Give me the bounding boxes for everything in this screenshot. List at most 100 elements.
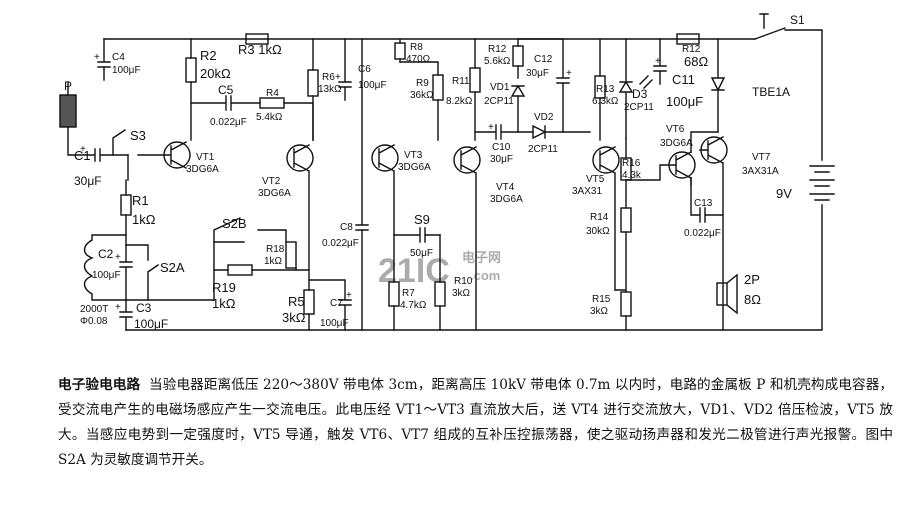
c12-wire <box>517 38 570 133</box>
label-vt7-type: 3AX31A <box>742 166 779 177</box>
label-r14: R14 <box>590 212 609 223</box>
label-r1: R1 <box>132 193 149 208</box>
component-labels: P C1 30μF S3 C4 100μF R2 20kΩ R3 1kΩ C5 … <box>64 13 805 331</box>
r5-wire <box>308 279 352 331</box>
label-vt5-type: 3AX31 <box>572 186 602 197</box>
label-c10: C10 <box>492 142 511 153</box>
bottom-rail <box>125 204 823 331</box>
p-wire <box>67 81 129 162</box>
label-s9: S9 <box>414 212 430 227</box>
label-r19-val: 1kΩ <box>212 296 236 311</box>
label-c11-val: 100μF <box>666 94 703 109</box>
vt5-transistor <box>592 146 620 291</box>
speaker-cone <box>726 273 738 315</box>
label-vt4: VT4 <box>496 182 515 193</box>
label-r16: R16 <box>622 158 641 169</box>
svg-text:+: + <box>80 144 86 155</box>
label-s9-val: 50μF <box>410 248 433 259</box>
r15-resistor <box>620 291 632 317</box>
r11-resistor <box>469 67 481 93</box>
label-vt1: VT1 <box>196 152 215 163</box>
r9-wire <box>399 61 439 141</box>
s3-switch <box>112 129 129 181</box>
svg-text:+: + <box>335 72 341 83</box>
svg-text:+: + <box>346 290 352 301</box>
label-vd1: VD1 <box>490 82 510 93</box>
watermark-domain: .com <box>470 268 500 283</box>
label-r1-val: 1kΩ <box>132 212 156 227</box>
label-vt3-type: 3DG6A <box>398 162 431 173</box>
label-vd2-type: 2CP11 <box>528 144 558 155</box>
label-r5: R5 <box>288 294 305 309</box>
label-s1: S1 <box>790 13 805 27</box>
label-s3: S3 <box>130 128 146 143</box>
label-r7-val: 4.7kΩ <box>400 300 427 311</box>
vt4-transistor <box>453 146 481 256</box>
label-c2: C2 <box>98 247 114 261</box>
r8-resistor <box>394 42 406 60</box>
r19-resistor <box>227 264 253 276</box>
vt5-to-vt6 <box>625 164 677 181</box>
label-r12b: R12 <box>682 44 701 55</box>
r3-resistor <box>245 33 269 45</box>
r2-resistor <box>185 57 197 83</box>
r13-resistor <box>594 75 606 99</box>
label-c6: C6 <box>358 64 371 75</box>
label-c13-val: 0.022μF <box>684 228 721 239</box>
label-s2b: S2B <box>222 216 247 231</box>
label-r2-val: 20kΩ <box>200 66 231 81</box>
c10-wire <box>474 124 519 140</box>
c5-r4-wire <box>190 95 314 141</box>
s2a-switch <box>125 244 159 301</box>
s2b-switch <box>213 217 287 243</box>
label-r14-val: 30kΩ <box>586 226 610 237</box>
label-r13: R13 <box>596 84 615 95</box>
label-s2a: S2A <box>160 260 185 275</box>
label-r15-val: 3kΩ <box>590 306 609 317</box>
label-r6-val: 13kΩ <box>318 84 342 95</box>
label-r4: R4 <box>266 88 279 99</box>
label-vt3: VT3 <box>404 150 423 161</box>
label-c11: C11 <box>672 72 695 87</box>
c11-wire <box>653 38 667 85</box>
label-c1-val: 30μF <box>74 174 102 188</box>
label-vd1-type: 2CP11 <box>484 96 514 107</box>
label-r13-val: 6.3kΩ <box>592 96 619 107</box>
label-r19: R19 <box>212 280 236 295</box>
svg-text:+: + <box>566 68 572 79</box>
r4-resistor <box>259 97 285 109</box>
label-r12: R12 <box>488 44 507 55</box>
label-c2-val: 100μF <box>92 270 121 281</box>
label-r12-val: 5.6kΩ <box>484 56 511 67</box>
vt1-transistor <box>137 141 191 169</box>
label-vt5: VT5 <box>586 174 605 185</box>
svg-text:+: + <box>115 302 121 313</box>
label-r11: R11 <box>452 76 470 87</box>
circuit-schematic: +++ +++ +++ 21IC 电子网 .com P C1 30μF S3 C… <box>59 13 835 331</box>
c2-capacitor <box>119 244 133 301</box>
label-c7-val: 100μF <box>320 318 349 329</box>
r9-resistor <box>432 74 444 101</box>
svg-text:+: + <box>115 252 121 263</box>
label-c3: C3 <box>136 301 152 315</box>
label-p: P <box>64 79 72 93</box>
r12-wire <box>517 38 534 133</box>
r5-resistor <box>303 289 315 315</box>
label-c8: C8 <box>340 222 353 233</box>
label-vt7: VT7 <box>752 152 771 163</box>
label-r12b-val: 68Ω <box>684 54 708 69</box>
label-c1: C1 <box>74 148 91 163</box>
label-r9-val: 36kΩ <box>410 90 434 101</box>
r18-resistor <box>285 241 297 269</box>
label-d3-type: 2CP11 <box>624 102 654 113</box>
label-r4-val: 5.4kΩ <box>256 112 283 123</box>
label-coil: 2000T <box>80 304 108 315</box>
figure-caption: 电子验电电路 当验电器距离低压 220～380V 带电体 3cm，距离高压 10… <box>58 373 893 473</box>
label-r18-val: 1kΩ <box>264 256 283 267</box>
label-c12-val: 30μF <box>526 68 549 79</box>
c8-capacitor <box>355 38 369 331</box>
label-r15: R15 <box>592 294 611 305</box>
label-r6: R6 <box>322 72 335 83</box>
label-c3-val: 100μF <box>134 317 168 331</box>
r-chain-wire <box>614 137 627 331</box>
